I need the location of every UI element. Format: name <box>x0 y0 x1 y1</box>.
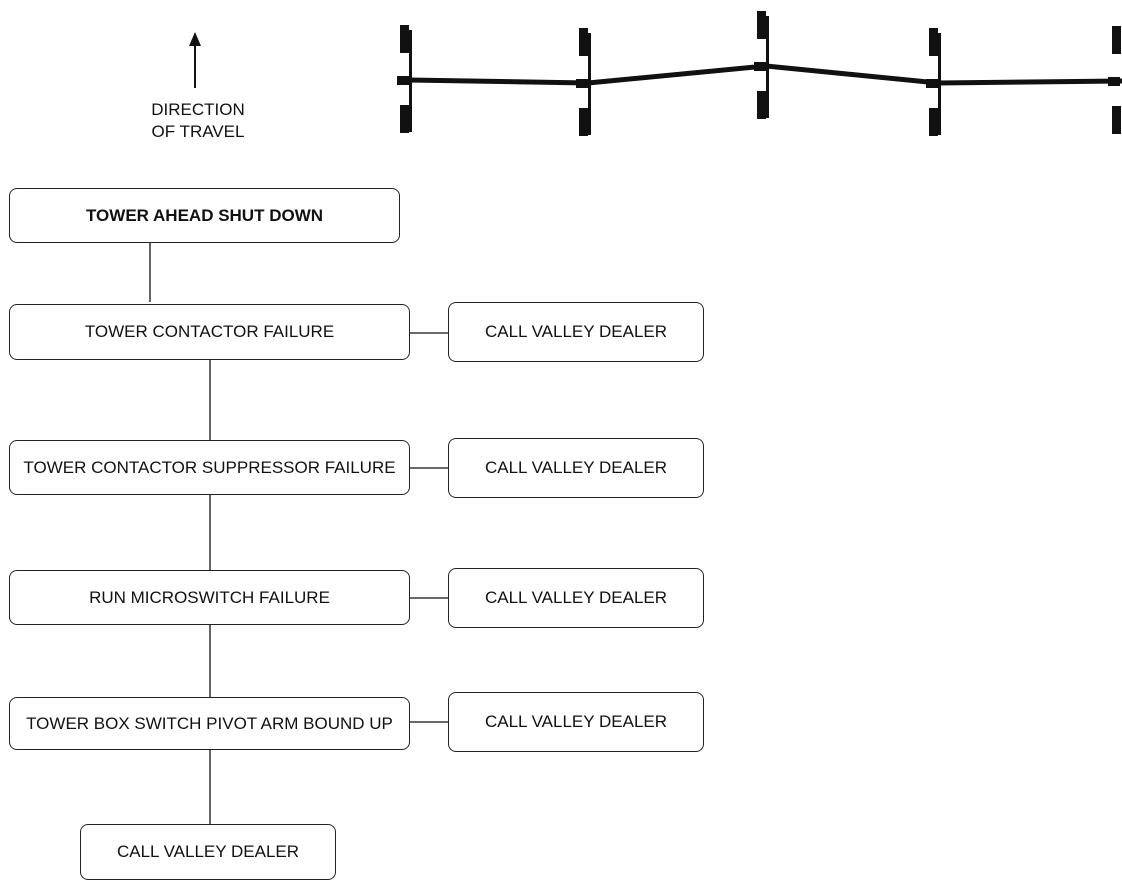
direction-label-line2: OF TRAVEL <box>151 122 245 141</box>
up-arrow-icon <box>189 32 201 88</box>
pivot-tower-icon <box>397 25 412 133</box>
direction-of-travel-label: DIRECTION OF TRAVEL <box>118 99 278 143</box>
pivot-tower-icon <box>576 28 591 136</box>
cause-box: TOWER CONTACTOR FAILURE <box>9 304 410 360</box>
action-box: CALL VALLEY DEALER <box>448 302 704 362</box>
pivot-tower-icon <box>926 28 941 136</box>
action-box: CALL VALLEY DEALER <box>448 692 704 752</box>
pivot-tower-icon <box>1108 26 1121 134</box>
cause-box: TOWER BOX SWITCH PIVOT ARM BOUND UP <box>9 697 410 750</box>
pivot-tower-icon <box>754 11 769 119</box>
direction-label-line1: DIRECTION <box>151 100 245 119</box>
action-box: CALL VALLEY DEALER <box>448 438 704 498</box>
flow-connectors <box>149 243 448 824</box>
final-action-box: CALL VALLEY DEALER <box>80 824 336 880</box>
cause-box: TOWER CONTACTOR SUPPRESSOR FAILURE <box>9 440 410 495</box>
root-problem-box: TOWER AHEAD SHUT DOWN <box>9 188 400 243</box>
cause-box: RUN MICROSWITCH FAILURE <box>9 570 410 625</box>
action-box: CALL VALLEY DEALER <box>448 568 704 628</box>
